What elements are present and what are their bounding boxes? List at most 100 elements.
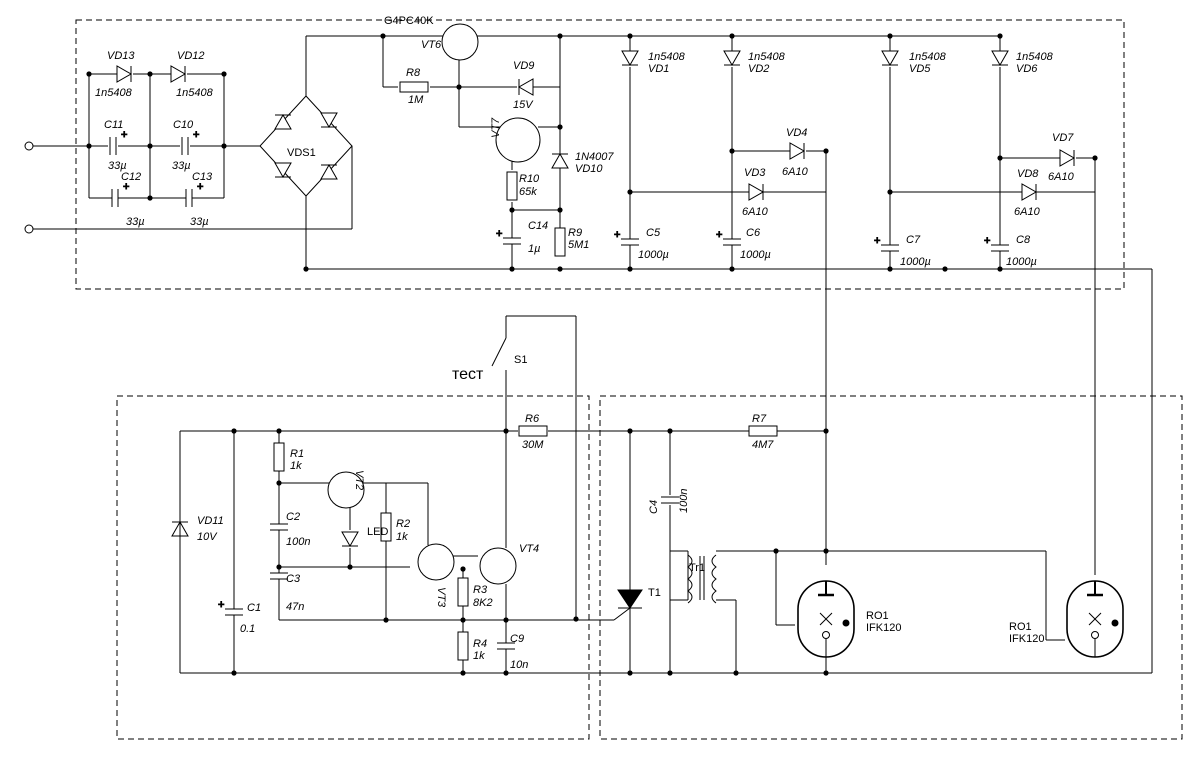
label-c5_val: 1000µ [638, 249, 669, 261]
junction-dot [823, 670, 829, 676]
diode-triangle [881, 50, 899, 67]
enclosure-output [599, 395, 1183, 740]
label-r3_val: 8K2 [473, 597, 493, 609]
junction-dot [276, 564, 282, 570]
cap-gap [186, 189, 192, 207]
junction-dot [729, 148, 735, 154]
label-ro1_b: RO1 [1009, 621, 1032, 633]
junction-dot [627, 266, 633, 272]
junction-dot [221, 143, 227, 149]
label-led: LED [367, 526, 388, 538]
diode-triangle [723, 50, 741, 67]
label-c7: C7 [906, 234, 921, 246]
input-terminal [24, 224, 34, 234]
label-c14_val: 1µ [528, 243, 540, 255]
diode-triangle [320, 163, 338, 180]
diode-triangle [170, 65, 187, 83]
capacitor-C14: + [496, 228, 521, 245]
cap-gap [881, 245, 899, 251]
label-vd13: VD13 [107, 50, 135, 62]
label-r6_val: 30M [522, 439, 544, 451]
transistor-VT7 [495, 117, 541, 163]
transformer-primary [687, 554, 693, 604]
label-c8: C8 [1016, 234, 1031, 246]
junction-dot [557, 266, 563, 272]
capacitor-C8: + [984, 235, 1009, 252]
label-vd5_val: 1n5408 [909, 51, 947, 63]
diode-VD4 [789, 142, 806, 160]
diode-VD6 [991, 50, 1009, 67]
label-vd2: VD2 [748, 63, 769, 75]
cap-gap [991, 245, 1009, 251]
label-vd13_val: 1n5408 [95, 87, 133, 99]
cap-gap [723, 239, 741, 245]
label-ro1_a_val: IFK120 [866, 622, 901, 634]
junction-dot [733, 670, 739, 676]
diode-VD8 [1021, 183, 1038, 201]
label-c13: C13 [192, 171, 213, 183]
junction-dot [1092, 155, 1098, 161]
plus-sign: + [218, 599, 224, 611]
label-vd7_val: 6A10 [1048, 171, 1075, 183]
label-vt2: VT2 [353, 470, 365, 490]
diode-triangle [320, 112, 338, 129]
label-vd3: VD3 [744, 167, 766, 179]
label-c5: C5 [646, 227, 661, 239]
junction-dot [823, 428, 829, 434]
junction-dot [557, 207, 563, 213]
bridge-diode [320, 163, 338, 180]
plus-sign: + [874, 235, 880, 247]
junction-dot [276, 480, 282, 486]
diode-VD7 [1059, 149, 1076, 167]
plus-sign: + [496, 228, 502, 240]
bridge-diode [274, 162, 292, 179]
junction-dot [147, 71, 153, 77]
junction-dot [823, 148, 829, 154]
junction-dot [86, 71, 92, 77]
capacitor-C10: + [181, 129, 200, 155]
junction-dot [276, 428, 282, 434]
resistor-R4 [457, 631, 469, 661]
label-r7_val: 4M7 [752, 439, 774, 451]
cap-gap [270, 573, 288, 579]
plus-sign: + [123, 181, 129, 193]
junction-dot [627, 33, 633, 39]
label-r1: R1 [290, 448, 304, 460]
label-c10: C10 [173, 119, 194, 131]
diode-VD3 [748, 183, 765, 201]
thyristor-gate [613, 607, 631, 621]
junction-dot [303, 266, 309, 272]
label-ro1_b_val: IFK120 [1009, 633, 1044, 645]
junction-dot [557, 124, 563, 130]
label-c4: C4 [648, 500, 660, 514]
resistor-R10 [506, 171, 518, 201]
label-vd3_val: 6A10 [742, 206, 769, 218]
label-c6: C6 [746, 227, 761, 239]
diode-triangle [1059, 149, 1076, 167]
cap-gap [497, 643, 515, 649]
label-vd12: VD12 [177, 50, 205, 62]
transistor-model-label: G4PC40K [384, 15, 434, 27]
tube-trigger-x [819, 612, 833, 626]
label-r7: R7 [752, 413, 767, 425]
label-c12: C12 [121, 171, 141, 183]
plus-sign: + [193, 129, 199, 141]
tube-trigger-dot [1111, 619, 1119, 627]
diode-triangle [274, 113, 292, 130]
junction-dot [509, 207, 515, 213]
transistor-VT4 [479, 547, 517, 585]
label-vd8_val: 6A10 [1014, 206, 1041, 218]
resistor-R6 [518, 425, 548, 437]
junction-dot [456, 84, 462, 90]
label-r4: R4 [473, 638, 487, 650]
label-s1: S1 [514, 354, 527, 366]
label-vd8: VD8 [1017, 168, 1039, 180]
junction-dot [997, 155, 1003, 161]
diode-triangle [789, 142, 806, 160]
junction-dot [942, 266, 948, 272]
diode-VD10 [551, 152, 569, 169]
capacitor-C4 [661, 496, 679, 504]
led [341, 531, 359, 548]
diode-VD13 [116, 65, 133, 83]
